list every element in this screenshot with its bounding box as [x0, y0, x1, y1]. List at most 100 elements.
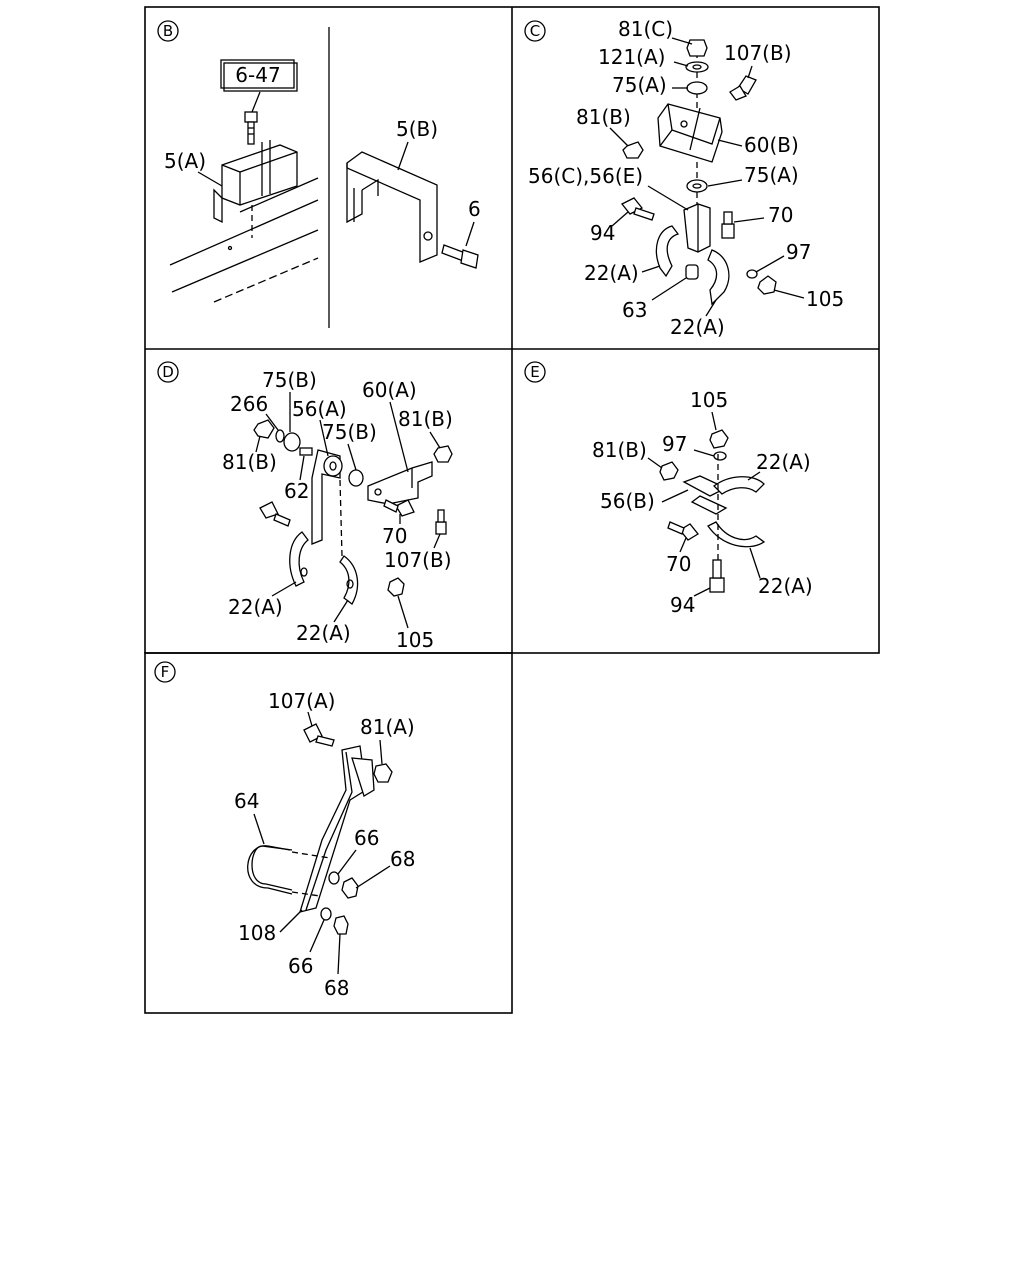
rubber-75b-mid-icon [348, 469, 364, 487]
bracket-108 [299, 745, 375, 913]
panel-c-letter: C [530, 22, 540, 40]
panel-c-badge [524, 20, 546, 42]
label-5a: 5(A) [164, 149, 206, 173]
label-266: 266 [230, 392, 268, 416]
nut-105-icon-d [387, 577, 405, 597]
panel-f-letter: F [161, 663, 170, 681]
panel-d: D [157, 361, 453, 652]
label-56a: 56(A) [292, 397, 347, 421]
label-81b-left: 81(B) [222, 450, 277, 474]
panel-d-letter: D [162, 363, 174, 381]
nut-105-icon [757, 275, 777, 295]
label-105: 105 [690, 388, 728, 412]
label-94: 94 [590, 221, 615, 245]
nut-68-top-icon [341, 877, 359, 899]
label-62: 62 [284, 479, 309, 503]
ref-leader [251, 91, 261, 113]
nut-105-icon-e [709, 429, 729, 449]
washer-266-icon [275, 429, 285, 443]
panel-b-badge [157, 20, 179, 42]
label-68-top: 68 [390, 847, 415, 871]
bolt-94-icon [620, 197, 655, 221]
label-56ce: 56(C),56(E) [528, 164, 643, 188]
nut-81c-icon [686, 39, 708, 57]
label-75b-mid: 75(B) [322, 420, 377, 444]
clamp-22a-mid-icon-d [339, 555, 359, 605]
panel-c: C [524, 17, 844, 339]
leader-6 [465, 221, 475, 247]
label-22a-bottom: 22(A) [670, 315, 725, 339]
label-107a: 107(A) [268, 689, 335, 713]
label-68-bottom: 68 [324, 976, 349, 1000]
label-22a-top: 22(A) [756, 450, 811, 474]
clamp-22a-left-icon-d [289, 531, 309, 587]
rubber-75b-top-icon [283, 432, 301, 452]
panel-f: F 107(A) 81(A) [154, 661, 415, 1000]
label-22a-bottom: 22(A) [758, 574, 813, 598]
label-94: 94 [670, 593, 695, 617]
nut-81a-icon [373, 763, 393, 783]
bolt-70-icon-e [667, 521, 699, 541]
washer-97-icon [746, 269, 758, 279]
bolt-70-icon-d [383, 499, 415, 517]
washer-97-icon-e [713, 451, 727, 461]
plate-56a [311, 449, 343, 545]
label-22a-left: 22(A) [584, 261, 639, 285]
panel-b-letter: B [163, 22, 173, 40]
leader-5b [397, 141, 409, 171]
washer-66-top-icon [328, 871, 340, 885]
clamp-22a-top-icon-e [713, 476, 765, 495]
bracket-5a [213, 140, 298, 224]
panel-frames [144, 6, 880, 1014]
spacer-63-icon [685, 264, 699, 280]
panel-b: B 6-47 5(A) [157, 20, 481, 328]
label-70: 70 [768, 203, 793, 227]
nut-81b-right-icon [433, 445, 453, 463]
label-64: 64 [234, 789, 259, 813]
label-66-bottom: 66 [288, 954, 313, 978]
label-108: 108 [238, 921, 276, 945]
label-107b: 107(B) [384, 548, 452, 572]
label-56b: 56(B) [600, 489, 655, 513]
label-66-top: 66 [354, 826, 379, 850]
ref-box-shadow [220, 59, 295, 89]
clamp-22a-right-icon [707, 249, 730, 306]
panel-e-badge [524, 361, 546, 383]
label-70: 70 [382, 524, 407, 548]
bolt-left-icon-d [259, 501, 291, 527]
label-60b: 60(B) [744, 133, 799, 157]
ref-box [223, 62, 298, 92]
label-97: 97 [662, 432, 687, 456]
nut-81b-left-icon [253, 419, 275, 439]
label-5b: 5(B) [396, 117, 438, 141]
rubber-75a-mid-icon [686, 179, 708, 193]
leader-5a [197, 171, 223, 187]
label-107b: 107(B) [724, 41, 792, 65]
bolt-94-icon-e [709, 559, 725, 593]
label-63: 63 [622, 298, 647, 322]
label-97: 97 [786, 240, 811, 264]
label-105: 105 [396, 628, 434, 652]
bolt-62-icon [299, 447, 313, 456]
label-6: 6 [468, 197, 481, 221]
panel-d-badge [157, 361, 179, 383]
nut-81b-icon-e [659, 461, 679, 481]
panel-e: E 105 97 81(B) 22(A) [524, 361, 813, 617]
rubber-75a-top-icon [686, 81, 708, 95]
washer-66-bottom-icon [320, 907, 332, 921]
label-22a-left: 22(A) [228, 595, 283, 619]
label-60a: 60(A) [362, 378, 417, 402]
label-81b-right: 81(B) [398, 407, 453, 431]
panel-f-frame [144, 652, 513, 1014]
label-22a-mid: 22(A) [296, 621, 351, 645]
ubolt-64-icon [247, 845, 331, 897]
label-81a: 81(A) [360, 715, 415, 739]
bolt-top-icon [244, 111, 258, 145]
label-81b: 81(B) [576, 105, 631, 129]
washer-121a-icon [685, 61, 709, 73]
label-105: 105 [806, 287, 844, 311]
bolt-107a-icon [303, 723, 335, 747]
label-81c: 81(C) [618, 17, 673, 41]
bracket-5b [346, 151, 438, 263]
